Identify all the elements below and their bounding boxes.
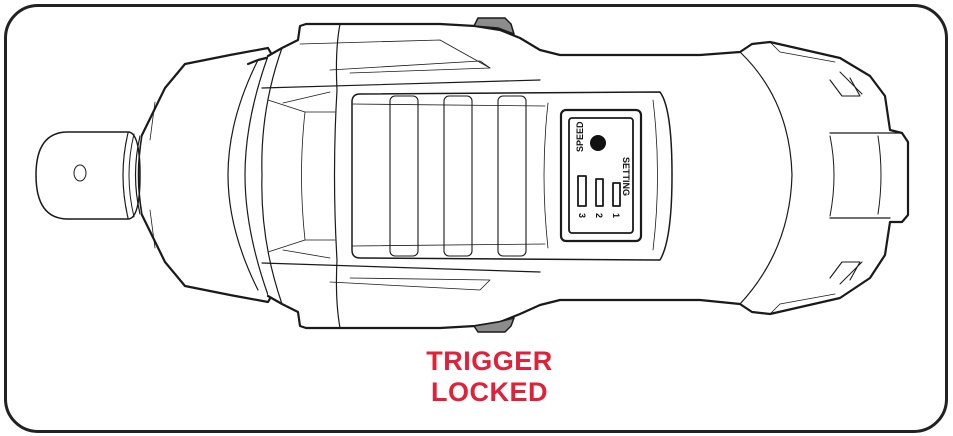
rear-end-cap <box>739 41 903 315</box>
indicator-bar-3 <box>577 175 587 207</box>
indicator-number-3: 3 <box>577 213 587 218</box>
indicator-bar-1 <box>612 182 621 207</box>
trigger-nub-bottom <box>473 317 515 333</box>
grip-ridge <box>497 95 527 257</box>
trigger-nub-top <box>473 17 515 35</box>
indicator-number-1: 1 <box>611 213 621 218</box>
figure-frame <box>4 4 948 433</box>
speed-setting-panel: SPEED SETTING 3 2 1 <box>559 108 643 243</box>
speed-label: SPEED <box>575 121 585 152</box>
setting-label: SETTING <box>621 157 631 196</box>
indicator-number-2: 2 <box>594 213 604 218</box>
caption-line-1: TRIGGER <box>426 346 553 376</box>
anvil-drive <box>35 131 141 220</box>
grip-ridge <box>389 95 419 257</box>
grip-ridge <box>443 95 473 257</box>
indicator-bar-2 <box>595 178 604 207</box>
caption-line-2: LOCKED <box>431 377 548 407</box>
speed-setting-button[interactable] <box>590 135 606 151</box>
